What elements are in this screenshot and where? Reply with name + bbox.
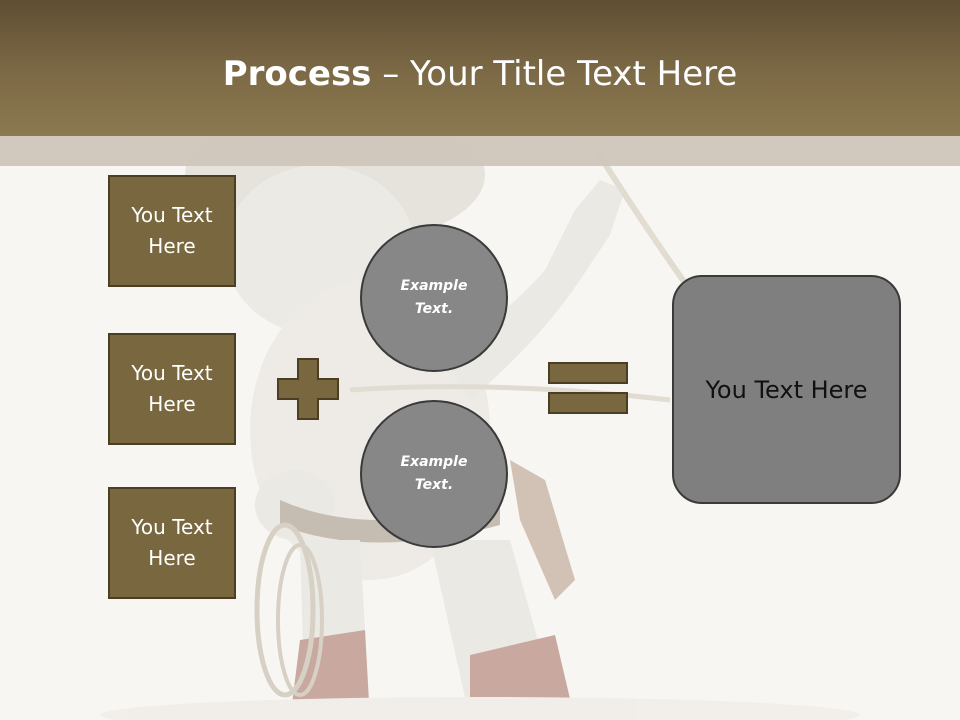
title-bar-band [0,136,960,166]
input-box-3[interactable]: You Text Here [108,487,236,599]
title-bold: Process [222,54,372,94]
input-box-2-label: You Text Here [131,361,213,416]
example-circle-2-label: Example Text. [400,454,468,493]
input-box-1-label: You Text Here [131,203,213,258]
result-box-label: You Text Here [705,375,868,404]
input-box-1[interactable]: You Text Here [108,175,236,287]
input-box-2[interactable]: You Text Here [108,333,236,445]
title-bar [0,0,960,136]
equals-icon [548,362,628,414]
example-circle-2[interactable]: Example Text. [360,400,508,548]
result-box[interactable]: You Text Here [672,275,901,504]
plus-icon [277,358,339,420]
title-rest: – Your Title Text Here [371,54,738,94]
example-circle-1-label: Example Text. [400,278,468,317]
example-circle-1[interactable]: Example Text. [360,224,508,372]
input-box-3-label: You Text Here [131,515,213,570]
slide-title[interactable]: Process – Your Title Text Here [0,52,960,96]
